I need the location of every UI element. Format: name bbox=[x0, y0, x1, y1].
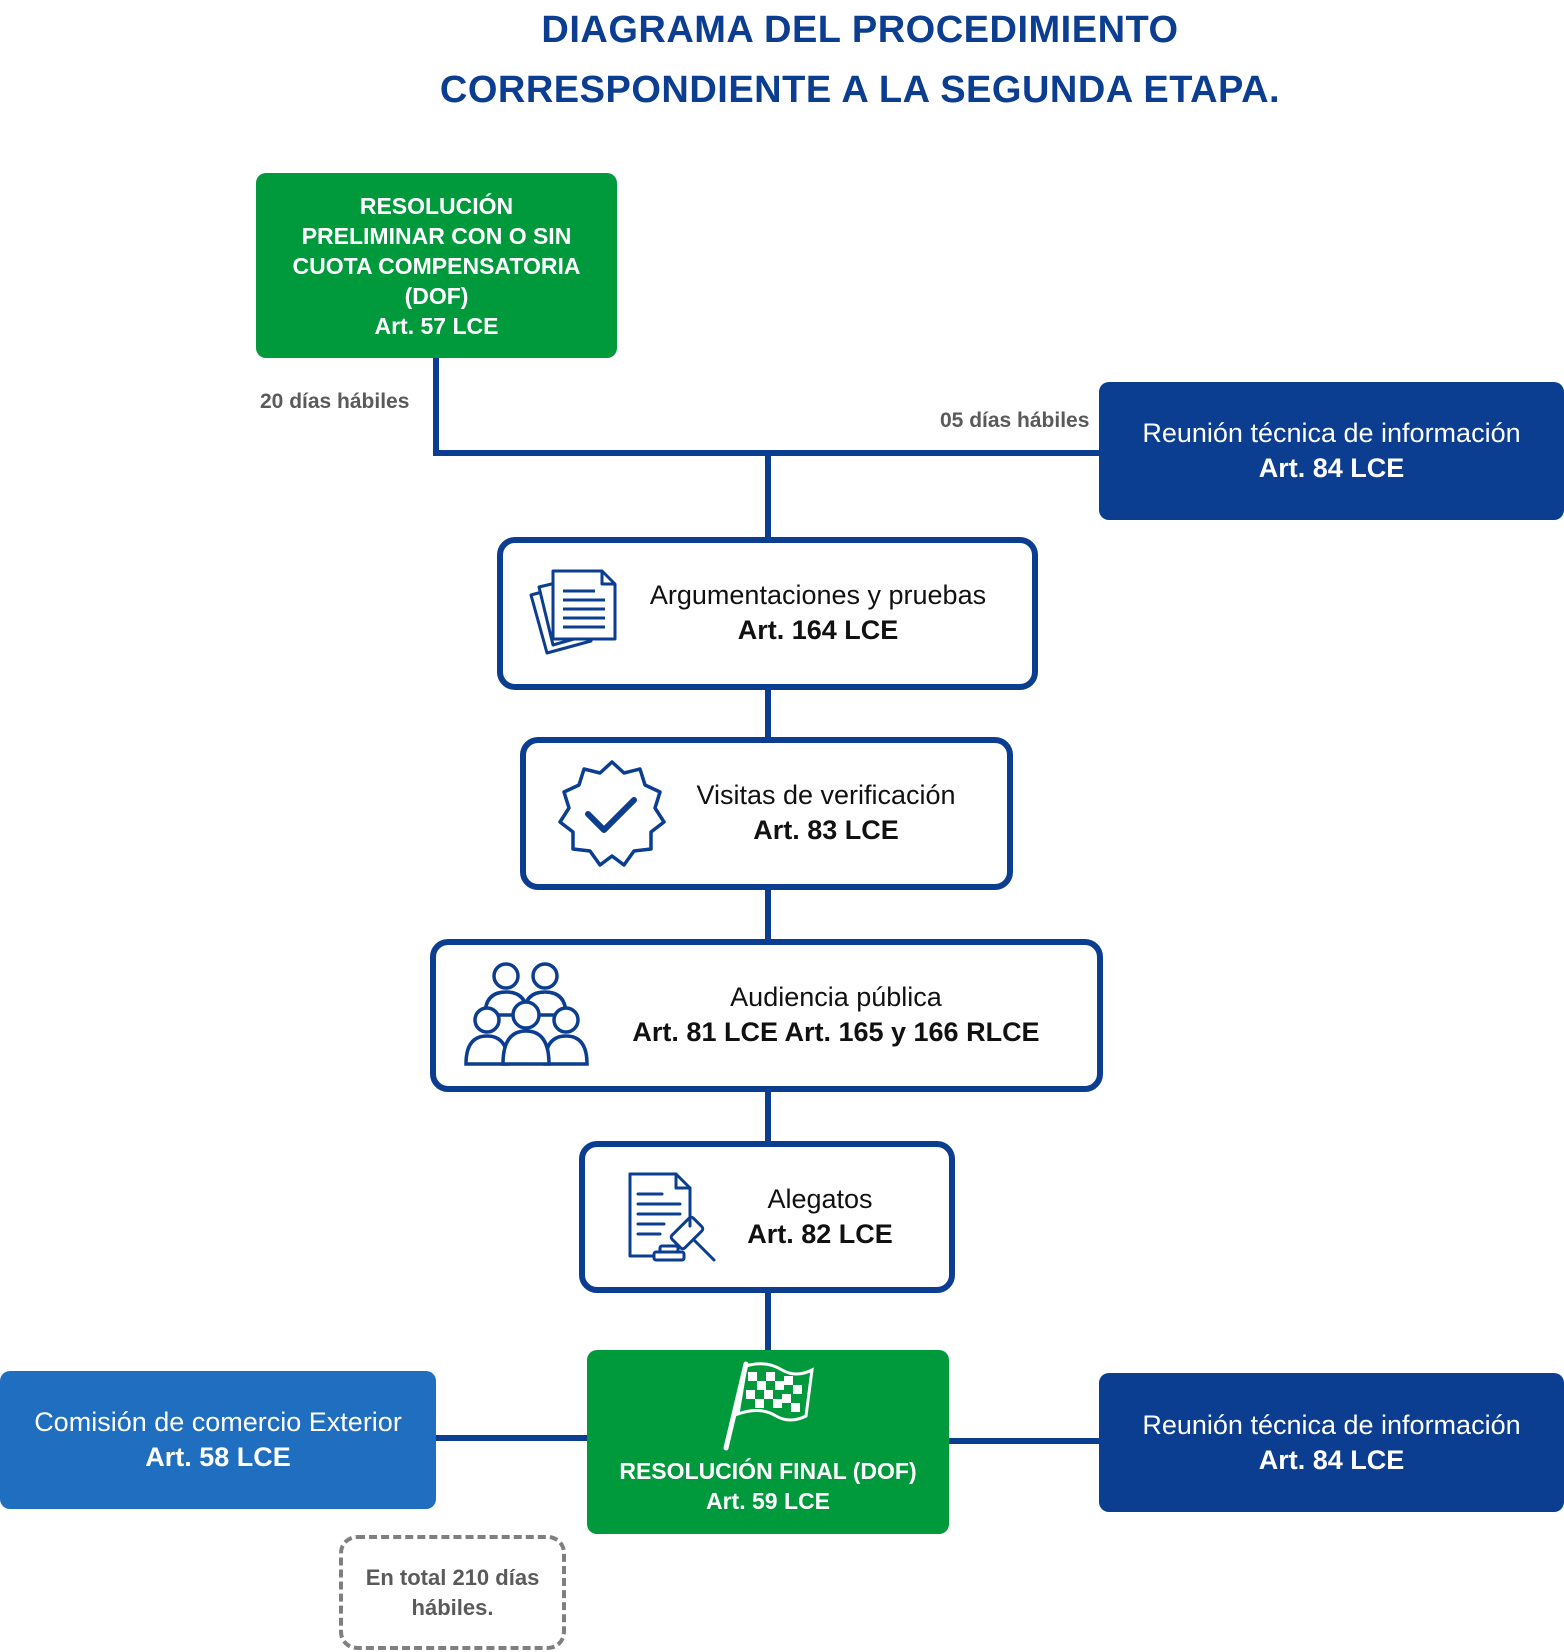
hearing-title: Audiencia pública bbox=[730, 982, 942, 1012]
hearing-article: Art. 81 LCE Art. 165 y 166 RLCE bbox=[632, 1017, 1040, 1047]
verification-text: Visitas de verificación Art. 83 LCE bbox=[676, 778, 976, 848]
title-line-1: DIAGRAMA DEL PROCEDIMIENTO bbox=[541, 9, 1179, 51]
arguments-text: Argumentaciones y pruebas Art. 164 LCE bbox=[633, 578, 1003, 648]
pleadings-article: Art. 82 LCE bbox=[747, 1219, 893, 1249]
commission-article: Art. 58 LCE bbox=[145, 1442, 291, 1472]
preliminary-line-1: RESOLUCIÓN bbox=[359, 192, 514, 219]
preliminary-line-4: (DOF) bbox=[404, 282, 469, 309]
total-days-line-1: En total 210 días bbox=[365, 1564, 540, 1590]
tech-meeting-bottom-box: Reunión técnica de información Art. 84 L… bbox=[1099, 1373, 1564, 1512]
final-resolution-article: Art. 59 LCE bbox=[706, 1488, 830, 1514]
hearing-text: Audiencia pública Art. 81 LCE Art. 165 y… bbox=[616, 980, 1056, 1050]
legal-document-gavel-icon bbox=[628, 1172, 716, 1262]
days-05-label: 05 días hábiles bbox=[940, 409, 1090, 432]
arguments-title: Argumentaciones y pruebas bbox=[649, 580, 987, 610]
documents-icon bbox=[529, 569, 617, 655]
total-days-note: En total 210 días hábiles. bbox=[339, 1535, 566, 1650]
pleadings-title: Alegatos bbox=[767, 1184, 873, 1214]
final-resolution-title: RESOLUCIÓN FINAL (DOF) bbox=[619, 1458, 917, 1484]
preliminary-line-3: CUOTA COMPENSATORIA bbox=[292, 252, 581, 279]
verified-badge-icon bbox=[558, 760, 666, 867]
verification-article: Art. 83 LCE bbox=[753, 815, 899, 845]
commission-box: Comisión de comercio Exterior Art. 58 LC… bbox=[0, 1371, 436, 1509]
total-days-line-2: hábiles. bbox=[411, 1594, 494, 1620]
commission-title: Comisión de comercio Exterior bbox=[34, 1407, 402, 1437]
tech-meeting-top-title: Reunión técnica de información bbox=[1142, 418, 1521, 448]
preliminary-article: Art. 57 LCE bbox=[374, 312, 499, 339]
verification-box: Visitas de verificación Art. 83 LCE bbox=[520, 737, 1013, 890]
tech-meeting-top-article: Art. 84 LCE bbox=[1258, 453, 1405, 483]
arguments-article: Art. 164 LCE bbox=[737, 615, 899, 645]
title-line-2: CORRESPONDIENTE A LA SEGUNDA ETAPA. bbox=[439, 69, 1281, 111]
tech-meeting-bottom-title: Reunión técnica de información bbox=[1142, 1409, 1521, 1440]
pleadings-box: Alegatos Art. 82 LCE bbox=[579, 1141, 955, 1293]
pleadings-text: Alegatos Art. 82 LCE bbox=[725, 1182, 915, 1252]
tech-meeting-bottom-article: Art. 84 LCE bbox=[1258, 1444, 1405, 1475]
tech-meeting-top-box: Reunión técnica de información Art. 84 L… bbox=[1099, 382, 1564, 520]
connector-preliminary bbox=[433, 357, 768, 456]
audience-icon bbox=[464, 962, 589, 1066]
preliminary-line-2: PRELIMINAR CON O SIN bbox=[301, 222, 572, 249]
preliminary-resolution-box: RESOLUCIÓN PRELIMINAR CON O SIN CUOTA CO… bbox=[256, 173, 617, 358]
days-20-label: 20 días hábiles bbox=[260, 390, 410, 413]
checkered-flag-icon bbox=[723, 1361, 814, 1451]
diagram-title: DIAGRAMA DEL PROCEDIMIENTO CORRESPONDIEN… bbox=[0, 0, 1564, 120]
verification-title: Visitas de verificación bbox=[696, 780, 956, 810]
